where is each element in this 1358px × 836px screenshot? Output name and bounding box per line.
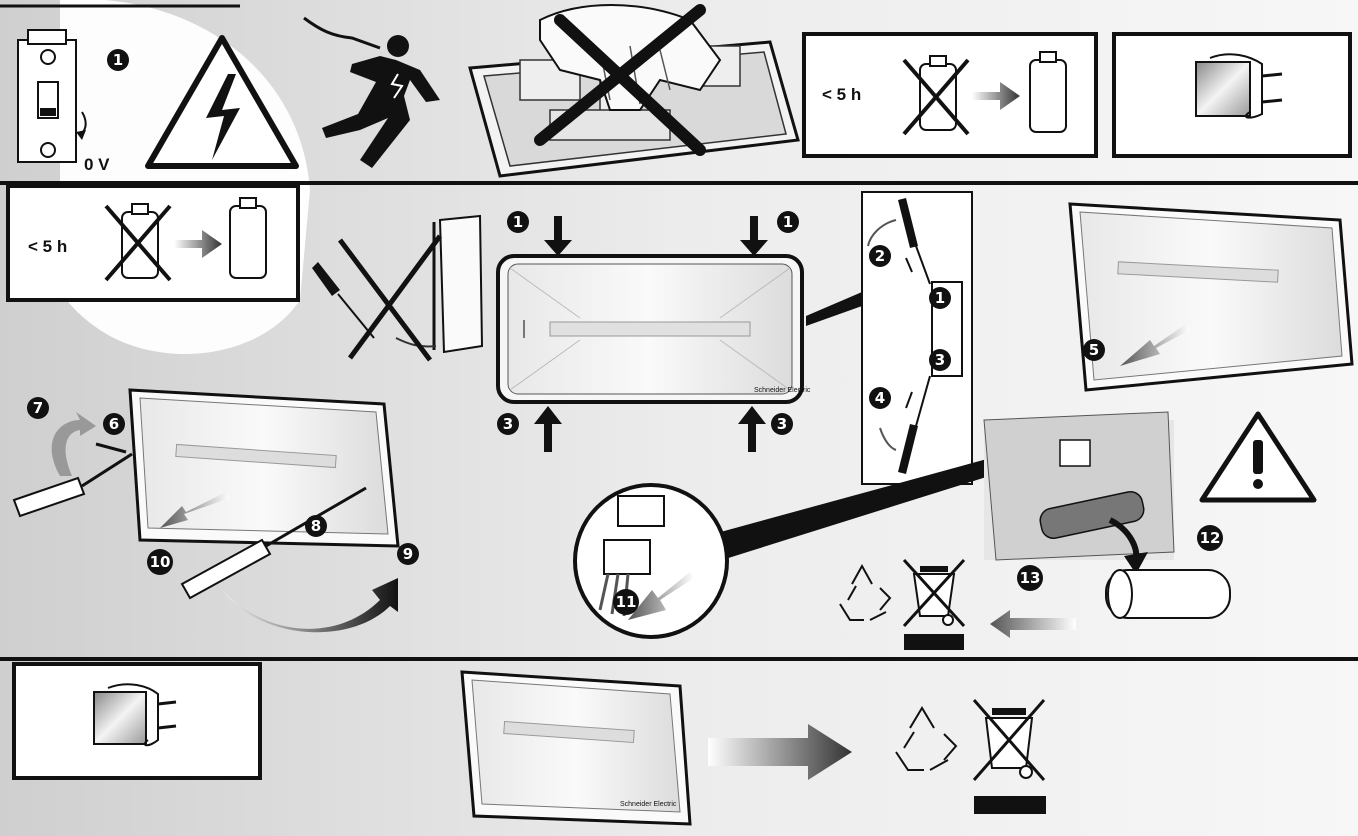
step-number: 11 <box>616 593 637 611</box>
step-badge-6: 6 <box>103 413 125 435</box>
step-number: 8 <box>311 517 321 535</box>
step-number: 3 <box>935 351 945 369</box>
step-badge-12: 12 <box>1197 525 1223 551</box>
step-number: 1 <box>513 213 523 231</box>
step-badge-4: 4 <box>869 387 891 409</box>
step-number: 7 <box>33 399 43 417</box>
step-badge-1: 1 <box>507 211 529 233</box>
step-badge-3: 3 <box>929 349 951 371</box>
step-number: 13 <box>1020 569 1041 587</box>
step-badge-1: 1 <box>777 211 799 233</box>
voltage-label: 0 V <box>84 155 110 174</box>
lens-component-box-2 <box>14 664 260 778</box>
circuit-breaker-icon <box>18 30 86 162</box>
step-number: 10 <box>150 553 171 571</box>
step-badge-10: 10 <box>147 549 173 575</box>
unit-removed-illustration <box>1070 204 1352 390</box>
step-badge-1: 1 <box>929 287 951 309</box>
battery-replace-box: < 5 h <box>804 34 1096 156</box>
unit-to-recycle-illustration: Schneider Electric <box>462 672 690 824</box>
step-badge-9: 9 <box>397 543 419 565</box>
brand-logo: Schneider Electric <box>620 801 677 808</box>
step-number: 2 <box>875 247 885 265</box>
step-number: 1 <box>113 51 123 69</box>
step-number: 1 <box>783 213 793 231</box>
step-badge-11: 11 <box>613 589 639 615</box>
step-number: 4 <box>875 389 885 407</box>
step-number: 6 <box>109 415 119 433</box>
battery-replace-box-2: < 5 h <box>8 186 298 300</box>
step-number: 9 <box>403 545 413 563</box>
step-badge-3: 3 <box>771 413 793 435</box>
step-badge-13: 13 <box>1017 565 1043 591</box>
step-badge-2: 2 <box>869 245 891 267</box>
step-number: 12 <box>1200 529 1221 547</box>
step-badge-3: 3 <box>497 413 519 435</box>
brand-logo: Schneider Electric <box>754 387 811 394</box>
step-number: 3 <box>777 415 787 433</box>
step-badge-5: 5 <box>1083 339 1105 361</box>
step-badge-1: 1 <box>107 49 129 71</box>
step-number: 5 <box>1089 341 1099 359</box>
side-clip-detail-panel <box>862 192 972 484</box>
lens-component-box <box>1114 34 1350 156</box>
step-number: 3 <box>503 415 513 433</box>
step-badge-7: 7 <box>27 397 49 419</box>
battery-icon <box>230 198 266 278</box>
step-badge-8: 8 <box>305 515 327 537</box>
step-number: 1 <box>935 289 945 307</box>
time-limit-label: < 5 h <box>822 85 861 104</box>
battery-icon <box>1030 52 1066 132</box>
time-limit-label: < 5 h <box>28 237 67 256</box>
